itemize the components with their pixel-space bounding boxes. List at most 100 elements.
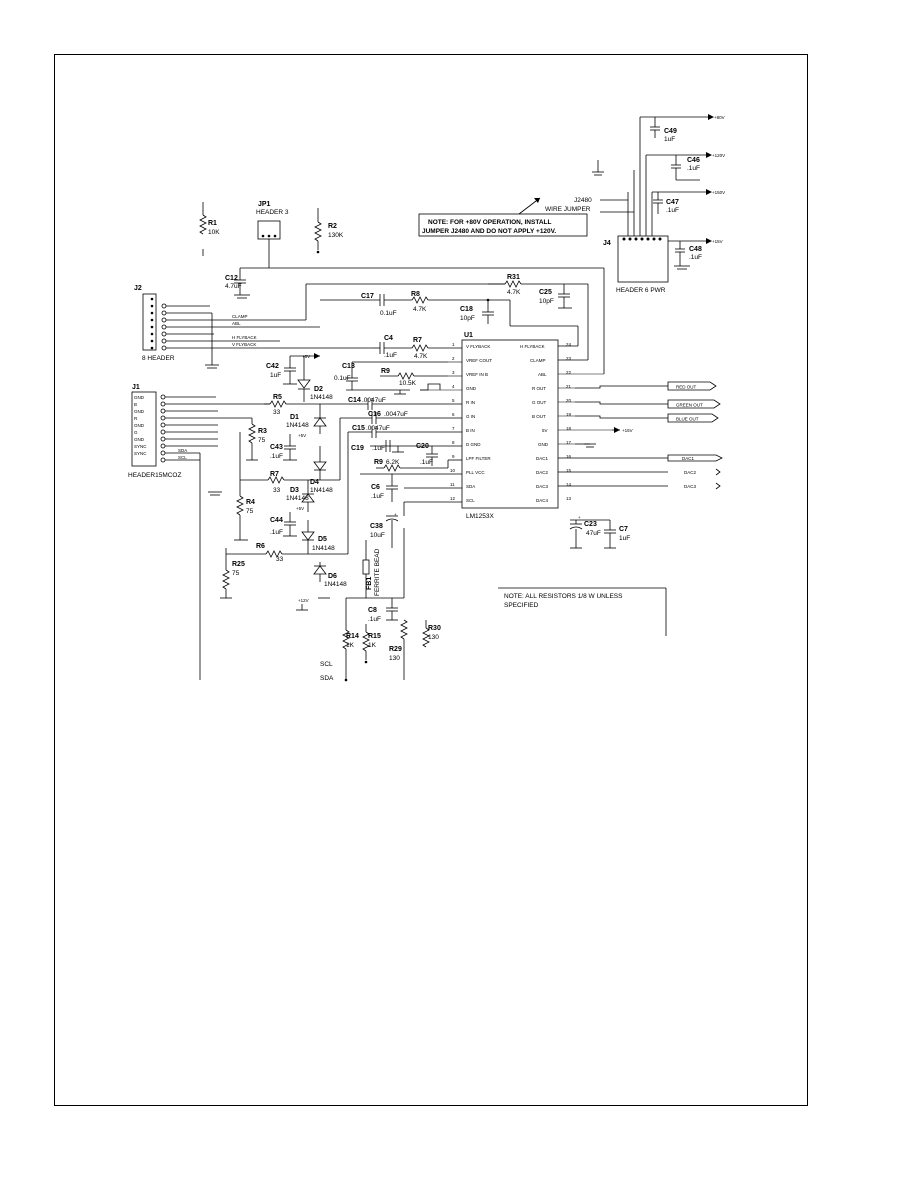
c8-label: C8 (368, 607, 377, 614)
j1-pin1: GND (134, 395, 145, 400)
u1-pin5-name: R IN (466, 400, 475, 405)
r7-top-label: R7 (413, 337, 422, 344)
u1-pin10-num: 10 (450, 468, 456, 473)
r9-label: R9 (381, 368, 390, 375)
j1-value: HEADER15MCOZ (128, 472, 181, 479)
u1-pin1-num: 1 (452, 342, 455, 347)
pll-section: C19 .1uF C20 .1uF R9 6.2K C6 .1uF (351, 440, 462, 598)
page-frame (54, 54, 808, 1106)
r9b-value: 6.2K (386, 459, 400, 466)
d1-label: D1 (290, 414, 299, 421)
c12-value: 4.7uF (225, 283, 242, 290)
fb1-value: FERRITE BEAD (374, 548, 381, 596)
u1-pin3-num: 3 (452, 370, 455, 375)
c20-label: C20 (416, 443, 429, 450)
j2-header (142, 293, 157, 351)
c12-label: C12 (225, 275, 238, 282)
r29-value: 130 (389, 655, 400, 662)
r5-value: 33 (273, 409, 281, 416)
u1-pin13-num: 13 (566, 496, 572, 501)
d4-label: D4 (310, 479, 319, 486)
dac1-flag (667, 454, 723, 462)
j4-label: J4 (603, 240, 611, 247)
r14-label: R14 (346, 633, 359, 640)
u1-pin20-name: G OUT (532, 400, 547, 405)
c19-label: C19 (351, 445, 364, 452)
r2-label: R2 (328, 223, 337, 230)
r7-label: R7 (270, 471, 279, 478)
c15-value: .0047uF (366, 425, 390, 432)
u1-pin22-name: ABL (538, 372, 547, 377)
d5-value: 1N4148 (312, 545, 335, 552)
r30-label: R30 (428, 625, 441, 632)
u1-pin14-name: DAC3 (536, 484, 549, 489)
j1-pin4: R (134, 416, 138, 421)
j1-pin7: GND (134, 437, 145, 442)
u1-pin22-num: 22 (566, 370, 572, 375)
u1-pin19-name: B OUT (532, 414, 546, 419)
blue-out-label: BLUE OUT (676, 417, 699, 422)
u1-pin3-name: VREF IN B (466, 372, 488, 377)
r30-value: 130 (428, 634, 439, 641)
c47-value: .1uF (666, 207, 679, 214)
j1-pin5: GND (134, 423, 145, 428)
r5-label: R5 (273, 394, 282, 401)
u1-pin18-name: 5V (542, 428, 548, 433)
rail-150v-label: +150V (712, 190, 725, 195)
r6-label: R6 (256, 543, 265, 550)
c14-label: C14 (348, 397, 361, 404)
u1-pin12-name: SCL (466, 498, 475, 503)
c4-value: .1uF (384, 352, 397, 359)
r7-value: 33 (273, 487, 281, 494)
c42-label: C42 (266, 363, 279, 370)
u1-pin5-num: 5 (452, 398, 455, 403)
j1-pin6: G (134, 430, 138, 435)
u1-pin4-num: 4 (452, 384, 455, 389)
r15-value: 1K (368, 642, 377, 649)
r25-label: R25 (232, 561, 245, 568)
d1-value: 1N4148 (286, 422, 309, 429)
j1-connector: J1 GND B GND R GND G GND SYNC SYNC HEADE… (128, 384, 462, 680)
u1-chip: U1 LM1253X V FLYBACK VREF COUT VREF IN B… (420, 332, 612, 520)
j2-hflyback-label: H FLYBACK (232, 335, 257, 340)
u1-pin23-name: CLAMP (530, 358, 546, 363)
c44-value: .1uF (270, 529, 283, 536)
c23-polarity: + (578, 515, 581, 520)
u1-pin17-num: 17 (566, 440, 572, 445)
c17-label: C17 (361, 293, 374, 300)
c49-label: C49 (664, 128, 677, 135)
u1-pin9-name: LPF FILTER (466, 456, 491, 461)
rail-12v-label: +12V (298, 598, 309, 603)
resistor-note: NOTE: ALL RESISTORS 1/8 W UNLESS SPECIFI… (498, 587, 667, 636)
u1-pin6-name: G IN (466, 414, 475, 419)
u1-pin2-name: VREF COUT (466, 358, 492, 363)
c8-value: .1uF (368, 616, 381, 623)
c6-label: C6 (371, 484, 380, 491)
d5-label: D5 (318, 536, 327, 543)
r1-value: 10K (208, 229, 220, 236)
r3-value: 75 (258, 437, 266, 444)
j1-pin9: SYNC (134, 451, 147, 456)
u1-value: LM1253X (466, 513, 494, 520)
u1-pin18-num: 18 (566, 426, 572, 431)
u1-pin16-name: DAC1 (536, 456, 549, 461)
c18-label: C18 (460, 306, 473, 313)
feedback-network: R31 4.7K C25 10pF C17 0.1uF R8 4.7K (320, 274, 589, 361)
u1-body (461, 339, 559, 509)
u1-pin19-num: 19 (566, 412, 572, 417)
c17-value: 0.1uF (380, 310, 397, 317)
r7-top-value: 4.7K (414, 353, 428, 360)
jp1-value: HEADER 3 (256, 209, 289, 216)
green-out-flag (667, 399, 721, 409)
u1-label: U1 (464, 332, 473, 339)
u1-pin24-name: H FLYBACK (520, 344, 545, 349)
j2-vflyback-label: V FLYBACK (232, 342, 256, 347)
c38-polarity: + (394, 512, 397, 517)
dac2-label: DAC2 (684, 470, 697, 475)
j1-sda-label: SDA (178, 448, 187, 453)
r4-label: R4 (246, 499, 255, 506)
u1-pin6-num: 6 (452, 412, 455, 417)
rail-120v-label: +120V (712, 153, 725, 158)
